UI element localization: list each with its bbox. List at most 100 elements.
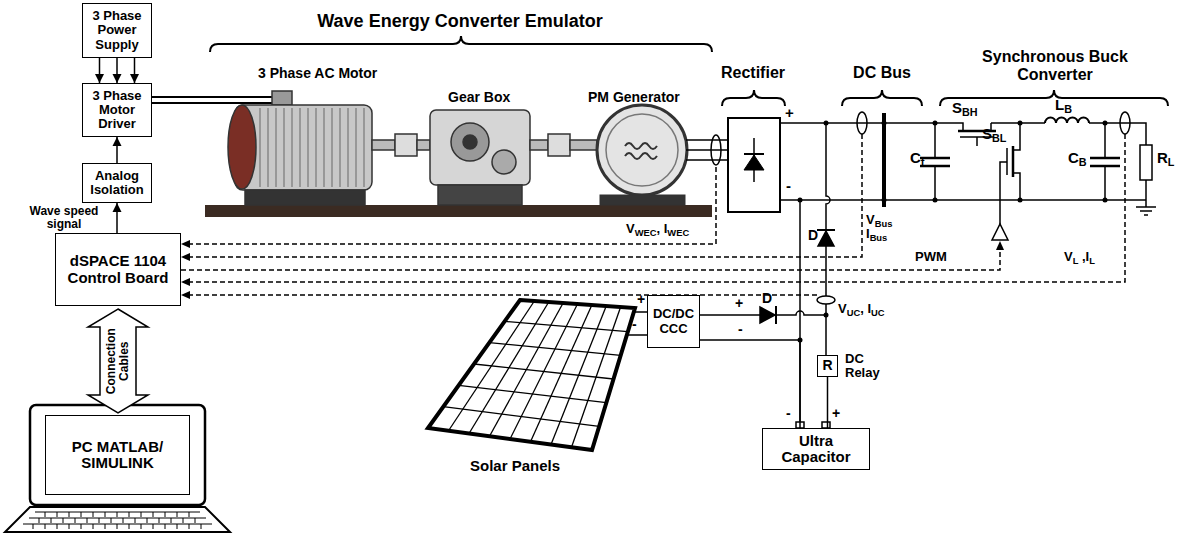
junction-dot [1103, 121, 1108, 126]
dc-bus-bar [882, 113, 886, 207]
keyboard-key [189, 524, 190, 529]
ac-motor [228, 91, 430, 205]
label: Rectifier [713, 64, 793, 82]
gear-box [451, 123, 489, 161]
junction-dot [1018, 198, 1023, 203]
label: - [632, 317, 637, 332]
ac-motor [372, 140, 395, 150]
pm-generator [597, 105, 687, 195]
power-supply-box: 3 Phase Power Supply [82, 3, 152, 58]
keyboard-key [99, 518, 100, 523]
text-wrap: dSPACE 1104 Control Board [58, 253, 178, 286]
subscript: WEC [635, 228, 657, 238]
node-text: dSPACE 1104 Control Board [58, 253, 178, 286]
diode-symbol [760, 230, 835, 324]
subscript: B [1079, 156, 1087, 168]
ac-motor [258, 108, 368, 187]
current-probe [711, 112, 1130, 304]
node-text: R [822, 358, 832, 373]
keyboard-key [57, 524, 58, 529]
label: RL [1157, 150, 1174, 167]
mosfet-symbol [1006, 148, 1008, 175]
wire [627, 123, 1146, 428]
signal-arrowhead [181, 291, 190, 299]
solar-panel [428, 300, 635, 450]
keyboard-key [159, 518, 160, 523]
current-probe [817, 296, 835, 304]
connector [88, 309, 148, 413]
resistor-symbol [1140, 145, 1152, 180]
junction-dot [798, 198, 803, 203]
edge-label: Connection Cables [105, 319, 131, 403]
label: D [762, 291, 772, 306]
label: Gear Box [448, 90, 510, 105]
keyboard-key [39, 518, 40, 523]
keyboard-key [201, 524, 202, 529]
gear-box [430, 110, 597, 205]
subscript: Bus [875, 219, 893, 229]
label: D [808, 228, 818, 243]
arrowhead [130, 74, 139, 83]
node-text: Analog Isolation [85, 169, 149, 198]
isolation-box: Analog Isolation [82, 163, 152, 203]
label: PWM [915, 250, 947, 264]
signal-arrowhead [996, 241, 1004, 250]
junction-dot [824, 313, 829, 318]
label: - [786, 406, 791, 421]
label: DC Bus [842, 64, 922, 82]
mosfet-symbol [955, 123, 1020, 200]
connector-line [700, 340, 800, 428]
bracket [210, 36, 712, 52]
gate-driver [992, 224, 1008, 240]
current-probe [857, 112, 867, 134]
relay-box: R [817, 355, 838, 377]
label: VUC, IUC [838, 302, 885, 316]
gear-box [492, 150, 516, 174]
converter-box: DC/DC CCC [647, 295, 700, 348]
keyboard-key [69, 524, 70, 529]
panel-cell-line [505, 321, 628, 331]
label: + [735, 296, 743, 311]
motor-cable [152, 102, 272, 104]
text-wrap: R [822, 358, 832, 373]
keyboard-key [189, 512, 190, 517]
gear-box [570, 140, 597, 150]
ac-motor [417, 140, 430, 150]
subscript: f [921, 156, 925, 168]
label: VL ,IL [1064, 250, 1095, 264]
solar-panel [428, 300, 635, 450]
current-probe [711, 135, 721, 165]
keyboard-key [153, 512, 154, 517]
keyboard-key [63, 518, 64, 523]
wire [1000, 162, 1007, 224]
rectifier [744, 155, 764, 170]
keyboard-key [111, 518, 112, 523]
pm-generator [600, 195, 685, 205]
wire [935, 123, 1105, 200]
keyboard-key [87, 518, 88, 523]
ac-motor [228, 105, 256, 189]
motor-cable [152, 96, 272, 98]
current-probe [1120, 112, 1130, 134]
rectifier [744, 153, 764, 155]
keyboard-key [165, 512, 166, 517]
keyboard-key [129, 512, 130, 517]
keyboard-row [29, 518, 206, 519]
mosfet-symbol [1012, 146, 1015, 177]
text-wrap: 3 Phase Power Supply [85, 9, 149, 52]
bracket [940, 90, 1168, 106]
motor-driver-box: 3 Phase Motor Driver [82, 83, 152, 137]
junction-dot [1103, 198, 1108, 203]
diode-symbol [818, 231, 834, 246]
gear-box [530, 140, 548, 150]
panel-cell-line [443, 407, 599, 427]
wire [991, 123, 1146, 207]
text-wrap: Analog Isolation [85, 169, 149, 198]
mosfet-symbol [976, 137, 978, 146]
junction-dot [882, 198, 887, 203]
edge-label: Wave speed signal [14, 205, 114, 231]
connector-line [827, 377, 829, 428]
text-wrap: Ultra Capacitor [765, 433, 867, 466]
node-text: 3 Phase Power Supply [85, 9, 149, 52]
laptop-screen: PC MATLAB/ SIMULINK [45, 415, 190, 495]
